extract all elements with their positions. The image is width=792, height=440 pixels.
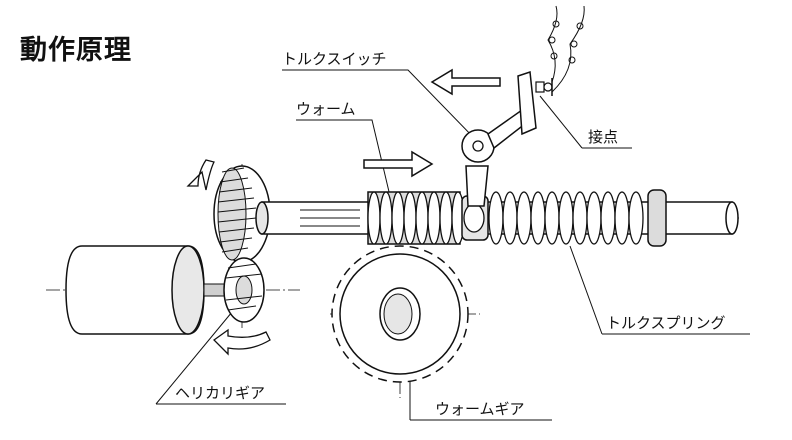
label-worm-gear: ウォームギア: [435, 400, 525, 418]
leader-torque-switch: [282, 69, 477, 141]
label-torque-spring: トルクスプリング: [606, 314, 726, 332]
helical-gear-lower: [223, 257, 265, 323]
leader-torque-spring: [569, 245, 603, 335]
motor: [65, 245, 231, 335]
page-title: 動作原理: [20, 35, 132, 66]
worm-gear: [331, 245, 469, 383]
leader-contact: [539, 95, 583, 149]
label-torque-switch: トルクスイッチ: [282, 50, 387, 68]
leader-helical-gear: [155, 311, 233, 405]
leader-worm: [296, 119, 391, 197]
arrow-left-icon: [430, 68, 501, 96]
label-worm: ウォーム: [296, 100, 356, 118]
worm: [367, 191, 465, 245]
torque-spring: [488, 189, 667, 247]
label-contact: 接点: [588, 128, 619, 146]
arrow-right-icon: [363, 150, 434, 178]
contact: [535, 5, 585, 96]
curved-arrow-left-icon: [212, 328, 271, 356]
label-helical-gear: ヘリカリギア: [175, 384, 266, 402]
torque-switch-lever: [461, 70, 537, 241]
helical-gear-upper: [213, 165, 271, 263]
curved-arrow-down-icon: [186, 159, 215, 191]
